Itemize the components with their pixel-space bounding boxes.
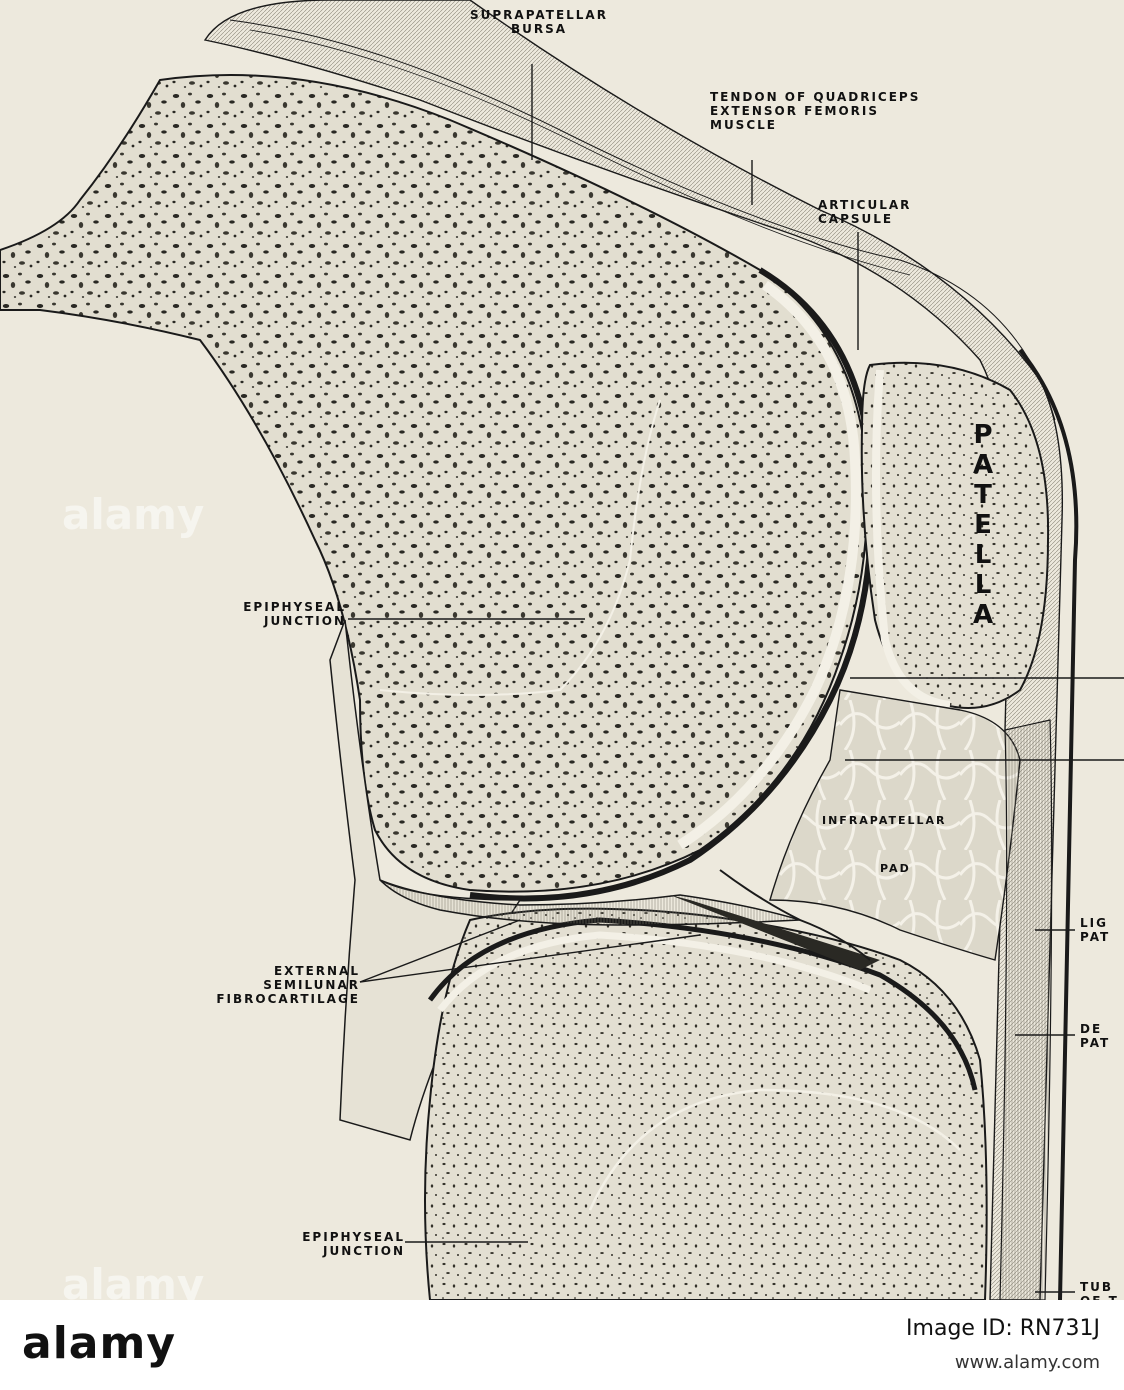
- label-quadriceps-tendon: TENDON OF QUADRICEPS EXTENSOR FEMORIS MU…: [710, 90, 920, 132]
- label-patella: PATELLA: [968, 420, 998, 630]
- label-line: TENDON OF QUADRICEPS: [710, 90, 921, 104]
- alamy-logo[interactable]: alamy: [22, 1318, 176, 1369]
- watermark: alamy: [62, 490, 205, 539]
- anterior-skin-line: [1018, 348, 1079, 1300]
- label-epiphyseal-junction-upper: EPIPHYSEAL JUNCTION: [236, 600, 346, 628]
- label-external-semilunar-fibrocartilage: EXTERNAL SEMILUNAR FIBROCARTILAGE: [170, 964, 360, 1006]
- label-line: EPIPHYSEAL: [302, 1230, 405, 1244]
- label-line: ARTICULAR: [818, 198, 912, 212]
- tibia: [424, 907, 988, 1300]
- femur: [0, 74, 869, 893]
- label-infrapatellar: INFRAPATELLAR: [822, 814, 947, 828]
- label-line: MUSCLE: [710, 118, 777, 132]
- label-line: EXTENSOR FEMORIS: [710, 104, 880, 118]
- knee-joint-sagittal-section: [0, 0, 1124, 1300]
- label-line: PAD: [880, 862, 911, 875]
- label-line: BURSA: [510, 22, 568, 36]
- leader-lines: [348, 64, 1124, 1293]
- label-line: FIBROCARTILAGE: [216, 992, 360, 1006]
- label-line: JUNCTION: [323, 1244, 405, 1258]
- label-line: TUB: [1080, 1280, 1114, 1294]
- femoral-epiphyseal-line: [379, 399, 661, 696]
- image-id-block: Image ID: RN731J www.alamy.com: [906, 1312, 1100, 1380]
- quadriceps-tendon-band: [203, 0, 1063, 1300]
- label-line: PAT: [1080, 930, 1111, 944]
- label-line: SEMILUNAR: [263, 978, 360, 992]
- infrapatellar-fat-pad: [769, 689, 1021, 961]
- label-line: LIG: [1080, 916, 1108, 930]
- label-line: PAT: [1080, 1036, 1111, 1050]
- label-line: SUPRAPATELLAR: [470, 8, 608, 22]
- label-line: EPIPHYSEAL: [243, 600, 346, 614]
- label-suprapatellar-bursa: SUPRAPATELLAR BURSA: [470, 8, 608, 36]
- label-line: INFRAPATELLAR: [822, 814, 947, 827]
- label-line: EXTERNAL: [273, 964, 360, 978]
- label-pad: PAD: [880, 862, 911, 876]
- site-url[interactable]: www.alamy.com: [954, 1352, 1100, 1373]
- label-ligament-cut: LIG PAT: [1080, 916, 1110, 944]
- label-line: CAPSULE: [818, 212, 894, 226]
- label-line: JUNCTION: [264, 614, 346, 628]
- patella: [860, 361, 1050, 709]
- ligamentum-patellae: [999, 719, 1053, 1300]
- label-epiphyseal-junction-lower: EPIPHYSEAL JUNCTION: [245, 1230, 405, 1258]
- image-id: Image ID: RN731J: [906, 1316, 1100, 1341]
- label-articular-capsule: ARTICULAR CAPSULE: [818, 198, 911, 226]
- label-line: DE: [1080, 1022, 1103, 1036]
- anatomy-illustration: SUPRAPATELLAR BURSA TENDON OF QUADRICEPS…: [0, 0, 1124, 1309]
- label-deep-cut: DE PAT: [1080, 1022, 1110, 1050]
- tibial-epiphyseal-line: [588, 1088, 961, 1211]
- footer-bar: alamy Image ID: RN731J www.alamy.com: [0, 1300, 1124, 1390]
